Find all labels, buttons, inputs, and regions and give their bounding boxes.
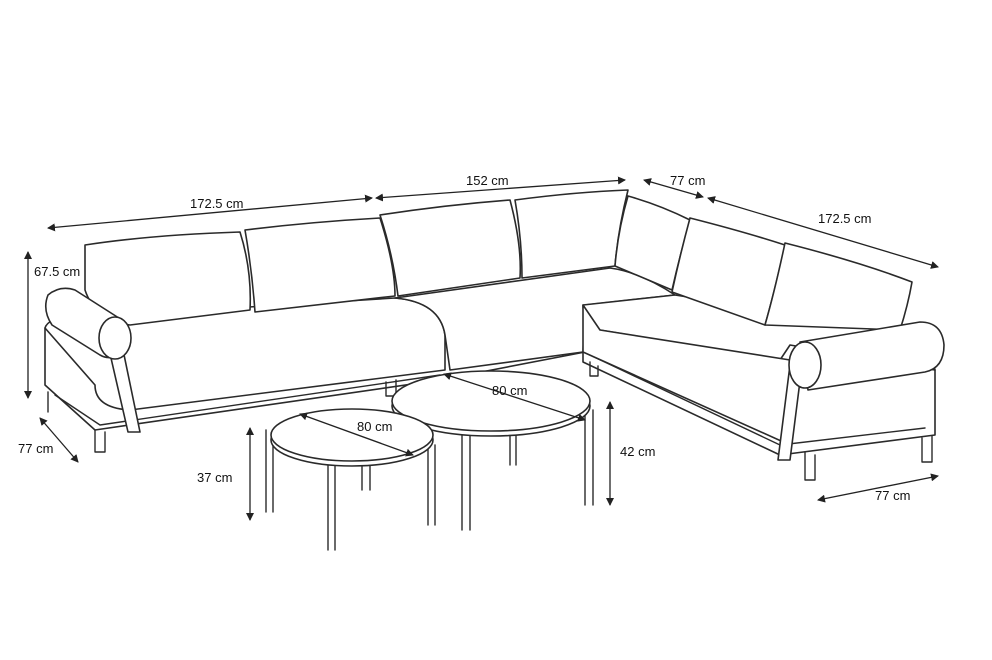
back-cushion-7 — [764, 242, 913, 331]
large-table-leg-1 — [461, 429, 471, 531]
corner-sofa — [44, 189, 945, 481]
back-cushion-4 — [514, 189, 629, 279]
dim-middle-width — [375, 176, 626, 202]
small-table-leg-2 — [327, 464, 336, 551]
dim-right-width — [707, 196, 939, 269]
label-right-depth-top: 77 cm — [670, 173, 705, 188]
small-table-leg-3 — [427, 444, 436, 526]
label-height: 67.5 cm — [34, 264, 80, 279]
label-large-table-height: 42 cm — [620, 444, 655, 459]
bolster-left-end — [98, 316, 132, 360]
label-middle-width: 152 cm — [466, 173, 509, 188]
label-left-width: 172.5 cm — [190, 196, 243, 211]
label-small-table-height: 37 cm — [197, 470, 232, 485]
label-left-depth: 77 cm — [18, 441, 53, 456]
corner-foot — [589, 361, 599, 377]
back-cushion-2 — [244, 217, 396, 313]
small-table-leg-4 — [361, 464, 371, 491]
label-small-table-diameter: 80 cm — [357, 419, 392, 434]
right-foot-front — [804, 451, 816, 481]
bolster-right-end — [788, 341, 822, 389]
dim-large-table-diameter — [443, 372, 586, 422]
dim-left-width — [47, 194, 373, 232]
label-right-width: 172.5 cm — [818, 211, 871, 226]
dimension-labels: 172.5 cm 152 cm 77 cm 172.5 cm 67.5 cm 7… — [18, 173, 910, 503]
dimension-lines — [24, 176, 939, 521]
bolster-right — [799, 321, 945, 391]
back-cushion-1 — [84, 231, 252, 326]
large-table-leg-2 — [584, 409, 594, 506]
right-foot-back — [921, 435, 933, 463]
label-right-depth-bottom: 77 cm — [875, 488, 910, 503]
dim-right-depth-top — [643, 178, 704, 199]
dim-right-depth-bottom — [817, 473, 939, 503]
small-table — [265, 408, 436, 551]
left-foot-front — [94, 429, 106, 453]
back-cushion-3 — [379, 199, 522, 297]
dim-left-depth — [39, 417, 79, 463]
label-large-table-diameter: 80 cm — [492, 383, 527, 398]
left-frame-rail — [54, 374, 441, 426]
dim-small-table-diameter — [299, 412, 414, 457]
center-foot — [385, 379, 397, 397]
